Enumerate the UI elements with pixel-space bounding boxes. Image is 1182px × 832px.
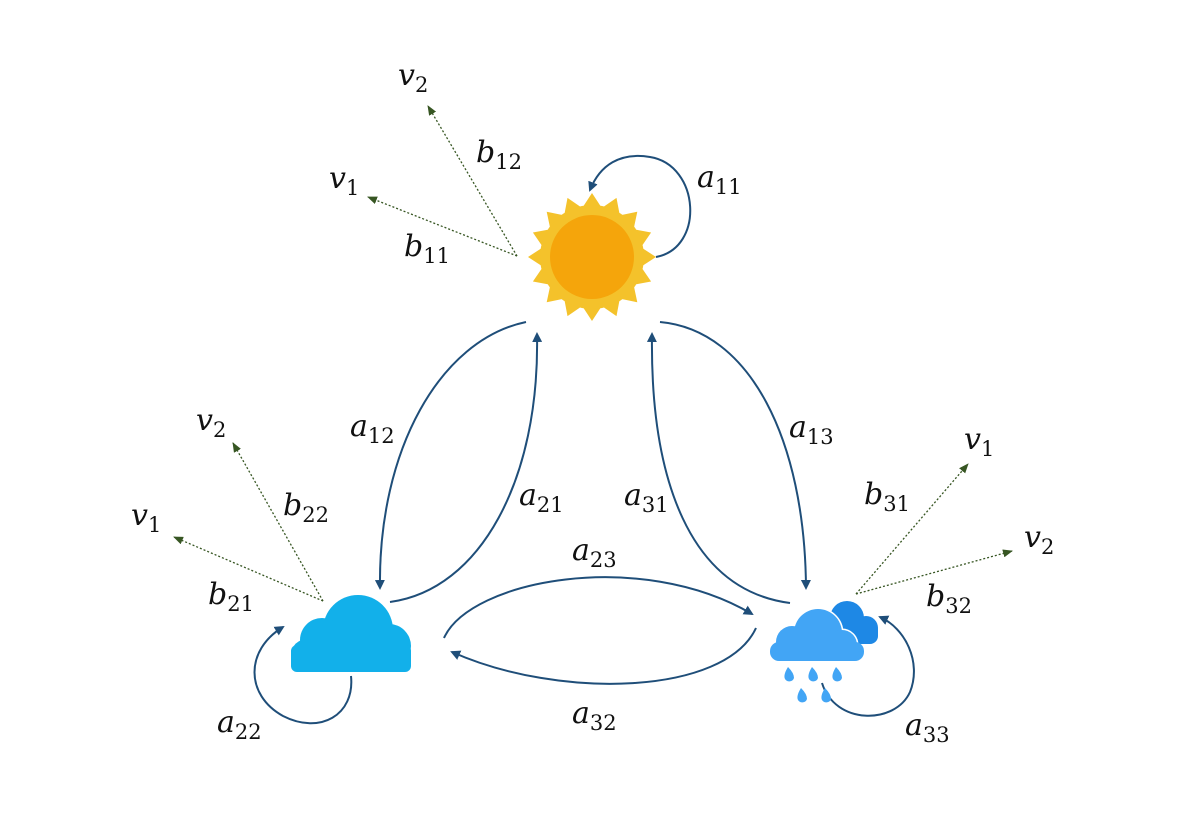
emission-arrow-sunny-v2 (427, 105, 518, 257)
label-cloudy-v2: v2 (196, 403, 226, 442)
label-a21: a21 (519, 478, 564, 517)
label-a33: a33 (905, 708, 950, 747)
transition-arrow-a31 (646, 332, 791, 604)
label-a11: a11 (697, 160, 742, 199)
transition-arrow-a32 (450, 627, 757, 685)
transition-arrow-a33 (821, 615, 915, 717)
emission-arrows (173, 105, 1013, 602)
rain-cloud-icon (770, 601, 878, 703)
observation-labels: v2 v1 v2 v1 v1 v2 (131, 58, 1054, 559)
label-a12: a12 (350, 409, 395, 448)
sun-icon (528, 193, 656, 321)
label-b22: b22 (283, 488, 329, 527)
emission-arrow-rainy-v2 (855, 549, 1013, 595)
label-rainy-v2: v2 (1024, 520, 1054, 559)
transition-arrow-a12 (374, 321, 527, 590)
label-a22: a22 (217, 705, 262, 744)
transition-arrow-a21 (389, 332, 543, 603)
transition-arrow-a22 (253, 625, 353, 725)
transition-arrow-a13 (659, 321, 811, 590)
emission-arrow-sunny-v1 (367, 196, 518, 257)
transition-arrow-a11 (588, 155, 692, 258)
label-a23: a23 (572, 533, 617, 572)
label-b32: b32 (926, 579, 972, 618)
label-b12: b12 (476, 135, 522, 174)
label-cloudy-v1: v1 (131, 498, 161, 537)
label-a31: a31 (624, 478, 669, 517)
cloud-icon (291, 595, 411, 672)
label-a13: a13 (789, 410, 834, 449)
label-b31: b31 (864, 477, 910, 516)
label-rainy-v1: v1 (964, 422, 994, 461)
transition-arrows (253, 155, 915, 725)
label-sunny-v1: v1 (329, 161, 359, 200)
label-b11: b11 (404, 229, 450, 268)
label-sunny-v2: v2 (398, 58, 428, 97)
label-b21: b21 (208, 577, 254, 616)
emission-arrow-rainy-v1 (855, 463, 969, 595)
transition-labels: a11 a12 a13 a21 a31 a23 a32 a22 a33 (217, 160, 950, 747)
transition-arrow-a23 (443, 576, 754, 639)
emission-arrow-cloudy-v1 (173, 536, 324, 602)
label-a32: a32 (572, 696, 617, 735)
emission-labels: b12 b11 b22 b21 b31 b32 (208, 135, 972, 618)
